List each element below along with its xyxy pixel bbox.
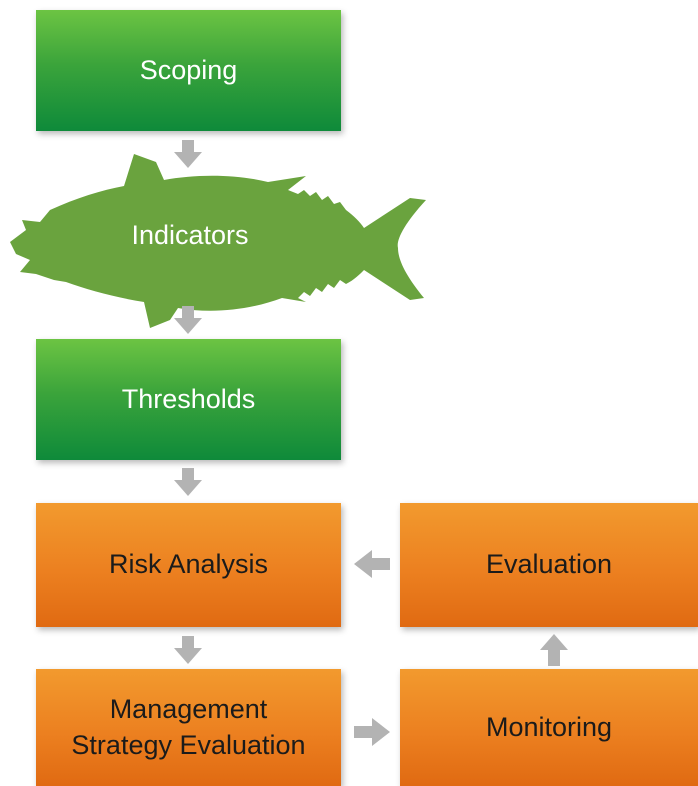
thresholds-box: Thresholds bbox=[36, 339, 341, 460]
scoping-box: Scoping bbox=[36, 10, 341, 131]
down-arrow-icon bbox=[174, 140, 202, 168]
right-arrow-icon bbox=[354, 718, 390, 746]
down-arrow-icon bbox=[174, 636, 202, 664]
risk-analysis-label: Risk Analysis bbox=[108, 549, 269, 580]
management-strategy-evaluation-box: Management Strategy Evaluation bbox=[36, 669, 341, 786]
tuna-fish-icon bbox=[10, 154, 426, 328]
indicators-label: Indicators bbox=[131, 220, 249, 250]
management-strategy-evaluation-label: Management Strategy Evaluation bbox=[71, 694, 306, 760]
risk-analysis-box: Risk Analysis bbox=[36, 503, 341, 627]
evaluation-box: Evaluation bbox=[400, 503, 698, 627]
scoping-label: Scoping bbox=[139, 54, 238, 85]
thresholds-label: Thresholds bbox=[121, 383, 256, 414]
down-arrow-icon bbox=[174, 306, 202, 334]
evaluation-label: Evaluation bbox=[485, 549, 613, 580]
monitoring-box: Monitoring bbox=[400, 669, 698, 786]
monitoring-label: Monitoring bbox=[485, 711, 613, 742]
left-arrow-icon bbox=[354, 550, 390, 578]
down-arrow-icon bbox=[174, 468, 202, 496]
up-arrow-icon bbox=[540, 634, 568, 666]
